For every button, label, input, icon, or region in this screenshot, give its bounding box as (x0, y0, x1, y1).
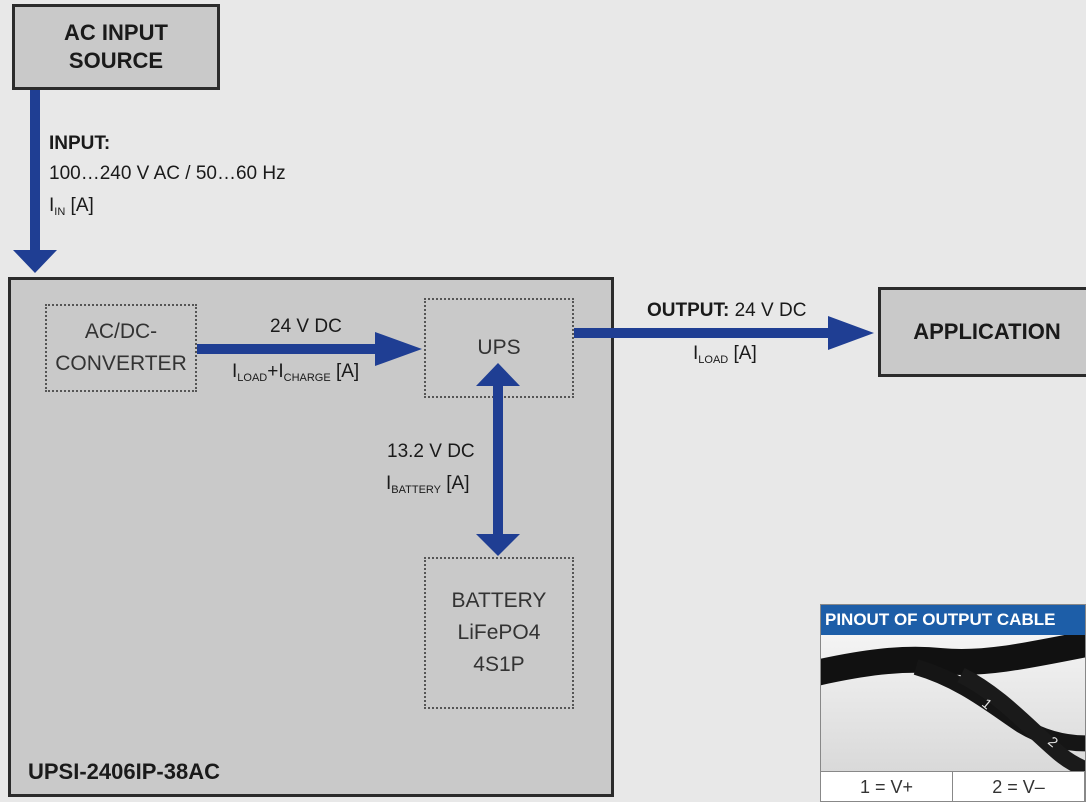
ups-battery-arrow (476, 363, 520, 556)
battery-line1: BATTERY (451, 589, 547, 612)
pinout-title: PINOUT OF OUTPUT CABLE (821, 605, 1085, 635)
input-spec: 100…240 V AC / 50…60 Hz (49, 163, 286, 184)
input-title: INPUT: (49, 132, 110, 156)
input-current-sub: IN (54, 206, 66, 218)
ac-input-source-line1: AC INPUT (64, 20, 168, 45)
converter-to-ups-arrow (197, 332, 422, 366)
input-current-symbol: I (49, 195, 55, 216)
input-arrow (13, 90, 57, 273)
output-title: OUTPUT: (647, 300, 730, 321)
output-spec: OUTPUT: 24 V DC (647, 299, 806, 323)
input-current-unit: [A] (65, 195, 94, 216)
output-arrow (574, 316, 874, 350)
battery-link-unit: [A] (441, 473, 470, 494)
output-current-symbol: I (693, 343, 699, 364)
converter-link-i2: I (278, 361, 284, 382)
battery-line3: 4S1P (473, 653, 525, 676)
pinout-row: 1 = V+ 2 = V– (821, 771, 1085, 801)
ac-input-source-line2: SOURCE (68, 48, 164, 73)
converter-box: AC/DC- CONVERTER (45, 304, 197, 392)
converter-link-i1: I (232, 361, 238, 382)
device-name: UPSI-2406IP-38AC (28, 759, 220, 784)
converter-link-voltage: 24 V DC (270, 316, 342, 337)
battery-link-voltage: 13.2 V DC (387, 441, 475, 462)
battery-link-current: IBATTERY [A] (386, 472, 470, 502)
battery-line2: LiFePO4 (457, 621, 541, 644)
converter-link-plus: + (267, 361, 279, 382)
output-current-sub: LOAD (698, 354, 729, 366)
converter-link-i1-sub: LOAD (237, 372, 268, 384)
converter-link-current: ILOAD+ICHARGE [A] (232, 360, 359, 390)
output-current: ILOAD [A] (693, 342, 757, 372)
pinout-panel: PINOUT OF OUTPUT CABLE 1 2 1 = V+ 2 = V– (820, 604, 1086, 802)
output-spec-text: 24 V DC (729, 300, 807, 321)
cable-illustration: 1 2 (821, 635, 1085, 771)
input-current: IIN [A] (49, 194, 94, 224)
output-current-unit: [A] (728, 343, 757, 364)
converter-link-unit: [A] (330, 361, 360, 382)
pin2-label: 2 = V– (953, 772, 1085, 801)
converter-line1: AC/DC- (84, 320, 158, 343)
battery-link-i: I (386, 473, 392, 494)
ups-label: UPS (477, 336, 521, 359)
converter-link-i2-sub: CHARGE (283, 372, 331, 384)
battery-box: BATTERY LiFePO4 4S1P (424, 557, 574, 709)
cable-photo: 1 2 (821, 635, 1085, 771)
application-box: APPLICATION (878, 287, 1086, 377)
converter-line2: CONVERTER (55, 352, 187, 375)
pin1-label: 1 = V+ (821, 772, 953, 801)
application-label: APPLICATION (913, 319, 1061, 344)
battery-link-i-sub: BATTERY (391, 484, 441, 496)
ac-input-source-box: AC INPUT SOURCE (12, 4, 220, 90)
input-title-text: INPUT: (49, 133, 111, 154)
